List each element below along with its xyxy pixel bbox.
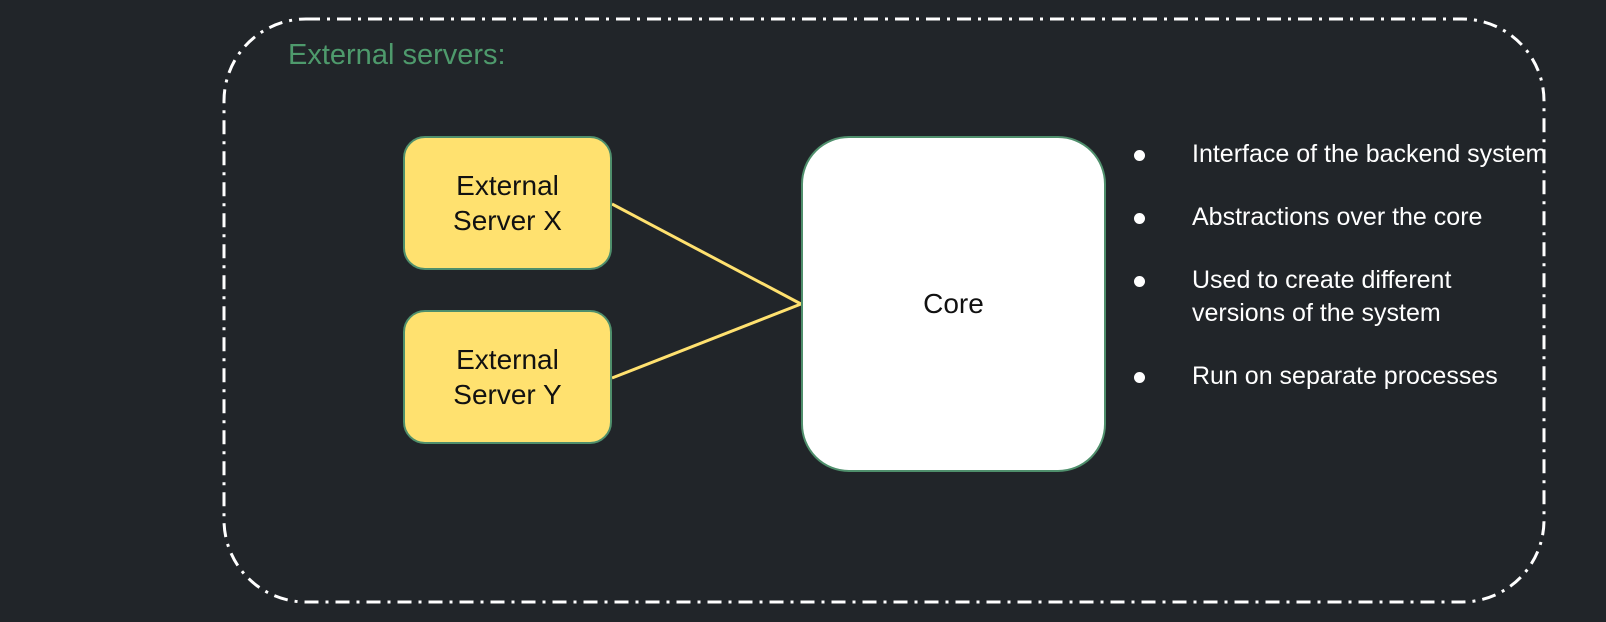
bullet-dot-icon <box>1134 150 1145 161</box>
external-server-x-label: External Server X <box>453 170 562 236</box>
bullet-item: Used to create different versions of the… <box>1128 264 1548 330</box>
core-box: Core <box>801 136 1106 472</box>
external-servers-frame <box>222 17 1546 604</box>
external-server-x-box: External Server X <box>403 136 612 270</box>
frame-title: External servers: <box>288 39 506 71</box>
bullet-item: Interface of the backend system <box>1128 138 1548 171</box>
bullet-text: Run on separate processes <box>1192 362 1498 390</box>
bullet-dot-icon <box>1134 276 1145 287</box>
bullet-text: Abstractions over the core <box>1192 203 1483 231</box>
feature-bullet-list: Interface of the backend system Abstract… <box>1128 138 1548 423</box>
bullet-item: Run on separate processes <box>1128 360 1548 393</box>
bullet-item: Abstractions over the core <box>1128 201 1548 234</box>
connector-server-x-to-core <box>611 202 802 306</box>
bullet-text: Interface of the backend system <box>1192 140 1547 168</box>
bullet-dot-icon <box>1134 213 1145 224</box>
external-server-y-box: External Server Y <box>403 310 612 444</box>
bullet-text: Used to create different versions of the… <box>1192 266 1452 327</box>
bullet-dot-icon <box>1134 372 1145 383</box>
core-label: Core <box>923 288 984 319</box>
connector-server-y-to-core <box>611 302 802 380</box>
external-server-y-label: External Server Y <box>453 344 562 410</box>
